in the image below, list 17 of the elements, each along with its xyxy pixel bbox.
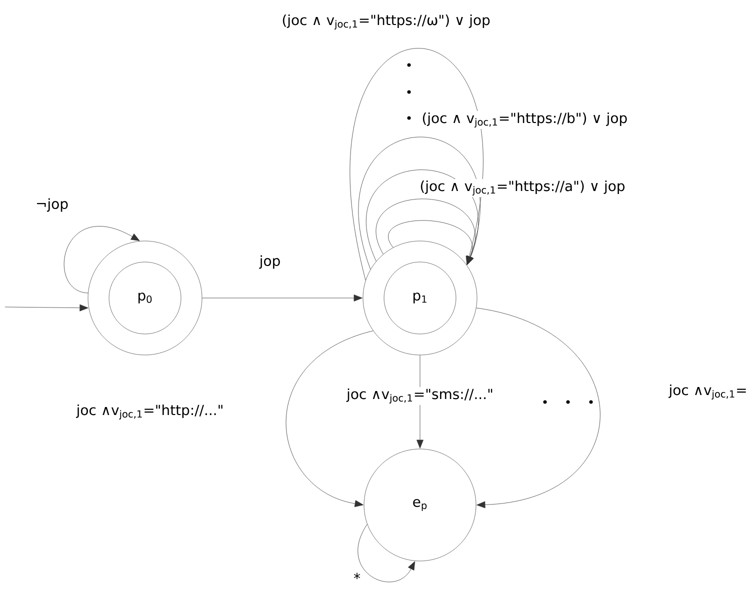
edge-label: jop [258,254,282,270]
edge-label: ¬jop [34,196,70,214]
edge-label: joc ∧v$_{joc,1}$="http://..." [74,402,226,422]
edge-label: * [352,571,362,585]
edge-label: (joc ∧ v$_{joc,1}$="https://ω") ∨ jop [280,12,492,32]
edge-label: (joc ∧ v$_{joc,1}$="https://a") ∨ jop [418,178,627,198]
edge-label: joc ∧v$_{joc,1}$="sms://..." [345,386,495,406]
arrow [4,304,88,312]
arrow [286,330,374,508]
arrow [476,308,600,508]
arrow [358,524,416,582]
edge-label: (joc ∧ v$_{joc,1}$="https://b") ∨ jop [420,110,630,130]
arrow [416,355,424,448]
edge-label: joc ∧v$_{joc,1}$= [667,382,749,402]
arrow [202,294,362,302]
arrow [64,226,140,294]
arrow [388,220,474,265]
